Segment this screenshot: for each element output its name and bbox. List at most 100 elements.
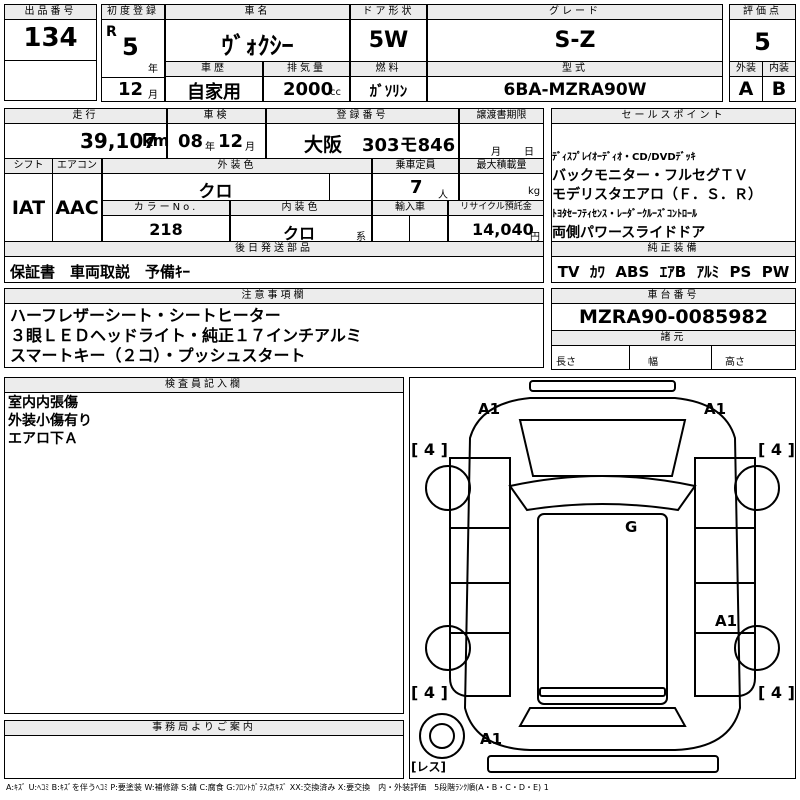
- year-unit: 年: [148, 64, 158, 75]
- model-code-cell: [427, 76, 723, 102]
- mark-front-right: A1: [704, 400, 727, 418]
- genuine-equipment-cell: [551, 256, 796, 283]
- shift-header: シフト: [4, 158, 53, 174]
- history-cell: [165, 76, 263, 102]
- genuine-equipment-header: 純正装備: [551, 241, 796, 257]
- score-header: 評価点: [729, 4, 796, 20]
- wheel-rear-left: [425, 625, 471, 671]
- displacement: 2000: [283, 79, 334, 100]
- grade-header: グレード: [427, 4, 723, 20]
- grade: S-Z: [554, 28, 596, 53]
- office-notice-box: [4, 735, 404, 779]
- inspector-note: 外装小傷有り: [8, 413, 92, 429]
- notes-header: 注意事項欄: [4, 288, 544, 304]
- color-no-header: カラーNo.: [102, 200, 230, 216]
- height-label: 高さ: [725, 357, 745, 368]
- interior-header: 内装: [762, 61, 796, 77]
- recycle-header: リサイクル預託金: [448, 200, 544, 216]
- height-cell: [711, 345, 796, 370]
- office-notice-header: 事務局よりご案内: [4, 720, 404, 736]
- rear-bumper: [487, 755, 719, 773]
- first-reg-month-cell: [101, 77, 165, 102]
- dimensions-header: 諸元: [551, 330, 796, 346]
- transfer-deadline-header: 譲渡書期限: [459, 108, 544, 124]
- lot-no: 134: [23, 23, 78, 53]
- sales-point-item: ﾄﾖﾀｾｰﾌﾃｨｾﾝｽ・ﾚｰﾀﾞｰｸﾙｰｽﾞｺﾝﾄﾛｰﾙ: [552, 209, 697, 220]
- notes-list: ハーフレザーシート・シートヒーター ３眼ＬＥＤヘッドライト・純正１７インチアルミ…: [10, 306, 540, 366]
- sales-point-item: 両側パワースライドドア: [552, 225, 706, 241]
- tire-bracket-br: [ 4 ]: [758, 683, 795, 702]
- car-diagram: [419, 380, 780, 773]
- inspector-notes-list: 室内内張傷 外装小傷有り エアロ下Ａ: [8, 394, 398, 448]
- km-unit: km: [142, 131, 170, 150]
- car-name-header: 車名: [165, 4, 350, 20]
- color-no: 218: [149, 220, 183, 239]
- first-reg-year: 5: [122, 33, 139, 61]
- later-parts: 保証書 車両取説 予備ｷｰ: [10, 263, 191, 281]
- sales-point-list: ﾃﾞｨｽﾌﾟﾚｲｵｰﾃﾞｨｵ・CD/DVDﾃﾞｯｷ バックモニター・フルセグＴＶ…: [552, 148, 795, 243]
- model-code-header: 型式: [427, 61, 723, 77]
- inspector-note: 室内内張傷: [8, 395, 78, 411]
- ext-color-header: 外装色: [102, 158, 372, 174]
- rear-window: [518, 707, 687, 727]
- car-diagram-frame: [ 4 ] [ 4 ] [ 4 ] [ 4 ] [レス] A1 A1 G A1 …: [409, 377, 796, 779]
- later-parts-cell: [4, 256, 544, 283]
- reg-area: 大阪: [304, 134, 343, 156]
- inspection-year-unit: 年: [205, 142, 215, 153]
- month-unit: 月: [148, 90, 158, 101]
- mark-rear-right-door: A1: [715, 612, 738, 630]
- sales-point-item: モデリスタエアロ（Ｆ．Ｓ．Ｒ）: [552, 187, 762, 203]
- cc-unit: cc: [330, 87, 341, 98]
- wheel-front-right: [734, 465, 780, 511]
- int-color-header: 内装色: [230, 200, 372, 216]
- first-reg-header: 初度登録: [101, 4, 165, 20]
- mark-rear-bumper: A1: [480, 730, 503, 748]
- import-cell-a: [372, 215, 410, 242]
- inspection-year: 08: [178, 131, 204, 152]
- sales-point-item: バックモニター・フルセグＴＶ: [552, 168, 748, 184]
- aircon-header: エアコン: [52, 158, 102, 174]
- width-label: 幅: [648, 357, 658, 368]
- aircon: AAC: [55, 197, 99, 219]
- first-reg-month: 12: [118, 79, 144, 100]
- chassis-no: MZRA90-0085982: [579, 306, 768, 328]
- inspector-note: エアロ下Ａ: [8, 431, 78, 447]
- capacity-header: 乗車定員: [372, 158, 459, 174]
- inspector-notes-header: 検査員記入欄: [4, 377, 404, 393]
- tire-bracket-tl: [ 4 ]: [411, 440, 448, 459]
- wheel-rear-right: [734, 625, 780, 671]
- rear-bumper-strip: [539, 687, 666, 697]
- tire-bracket-tr: [ 4 ]: [758, 440, 795, 459]
- interior-cell: [762, 76, 796, 102]
- fuel-cell: [350, 76, 427, 102]
- int-color-suffix: 系: [356, 232, 366, 243]
- windshield: [508, 475, 697, 512]
- deadline-day-label: 日: [524, 147, 534, 158]
- wheel-front-left: [425, 465, 471, 511]
- displacement-cell: [263, 76, 350, 102]
- history-header: 車歴: [165, 61, 263, 77]
- note-line: スマートキー（２コ）・プッシュスタート: [10, 346, 306, 365]
- later-parts-header: 後日発送部品: [4, 241, 544, 257]
- lot-no-header: 出品番号: [4, 4, 97, 20]
- model-code: 6BA-MZRA90W: [503, 80, 647, 100]
- genuine-equipment: TV ｶﾜ ABS ｴｱB ｱﾙﾐ PS PW: [557, 263, 790, 281]
- yen-unit: 円: [530, 232, 540, 243]
- spare-label-bracket: [レス]: [411, 760, 446, 774]
- inspection-header: 車検: [167, 108, 266, 124]
- recycle-fee: 14,040: [472, 220, 534, 239]
- import-header: 輸入車: [372, 200, 448, 216]
- exterior-score: A: [738, 78, 754, 100]
- tire-bracket-bl: [ 4 ]: [411, 683, 448, 702]
- inspection-month-unit: 月: [245, 142, 255, 153]
- note-line: ハーフレザーシート・シートヒーター: [10, 306, 281, 325]
- note-line: ３眼ＬＥＤヘッドライト・純正１７インチアルミ: [10, 326, 362, 345]
- mark-front-left: A1: [478, 400, 501, 418]
- deadline-month-label: 月: [491, 147, 501, 158]
- score: 5: [754, 28, 771, 56]
- spare-tire: [419, 713, 465, 759]
- sales-point-header: セールスポイント: [551, 108, 796, 124]
- hood: [518, 419, 687, 477]
- fuel-header: 燃料: [350, 61, 427, 77]
- person-unit: 人: [438, 190, 448, 201]
